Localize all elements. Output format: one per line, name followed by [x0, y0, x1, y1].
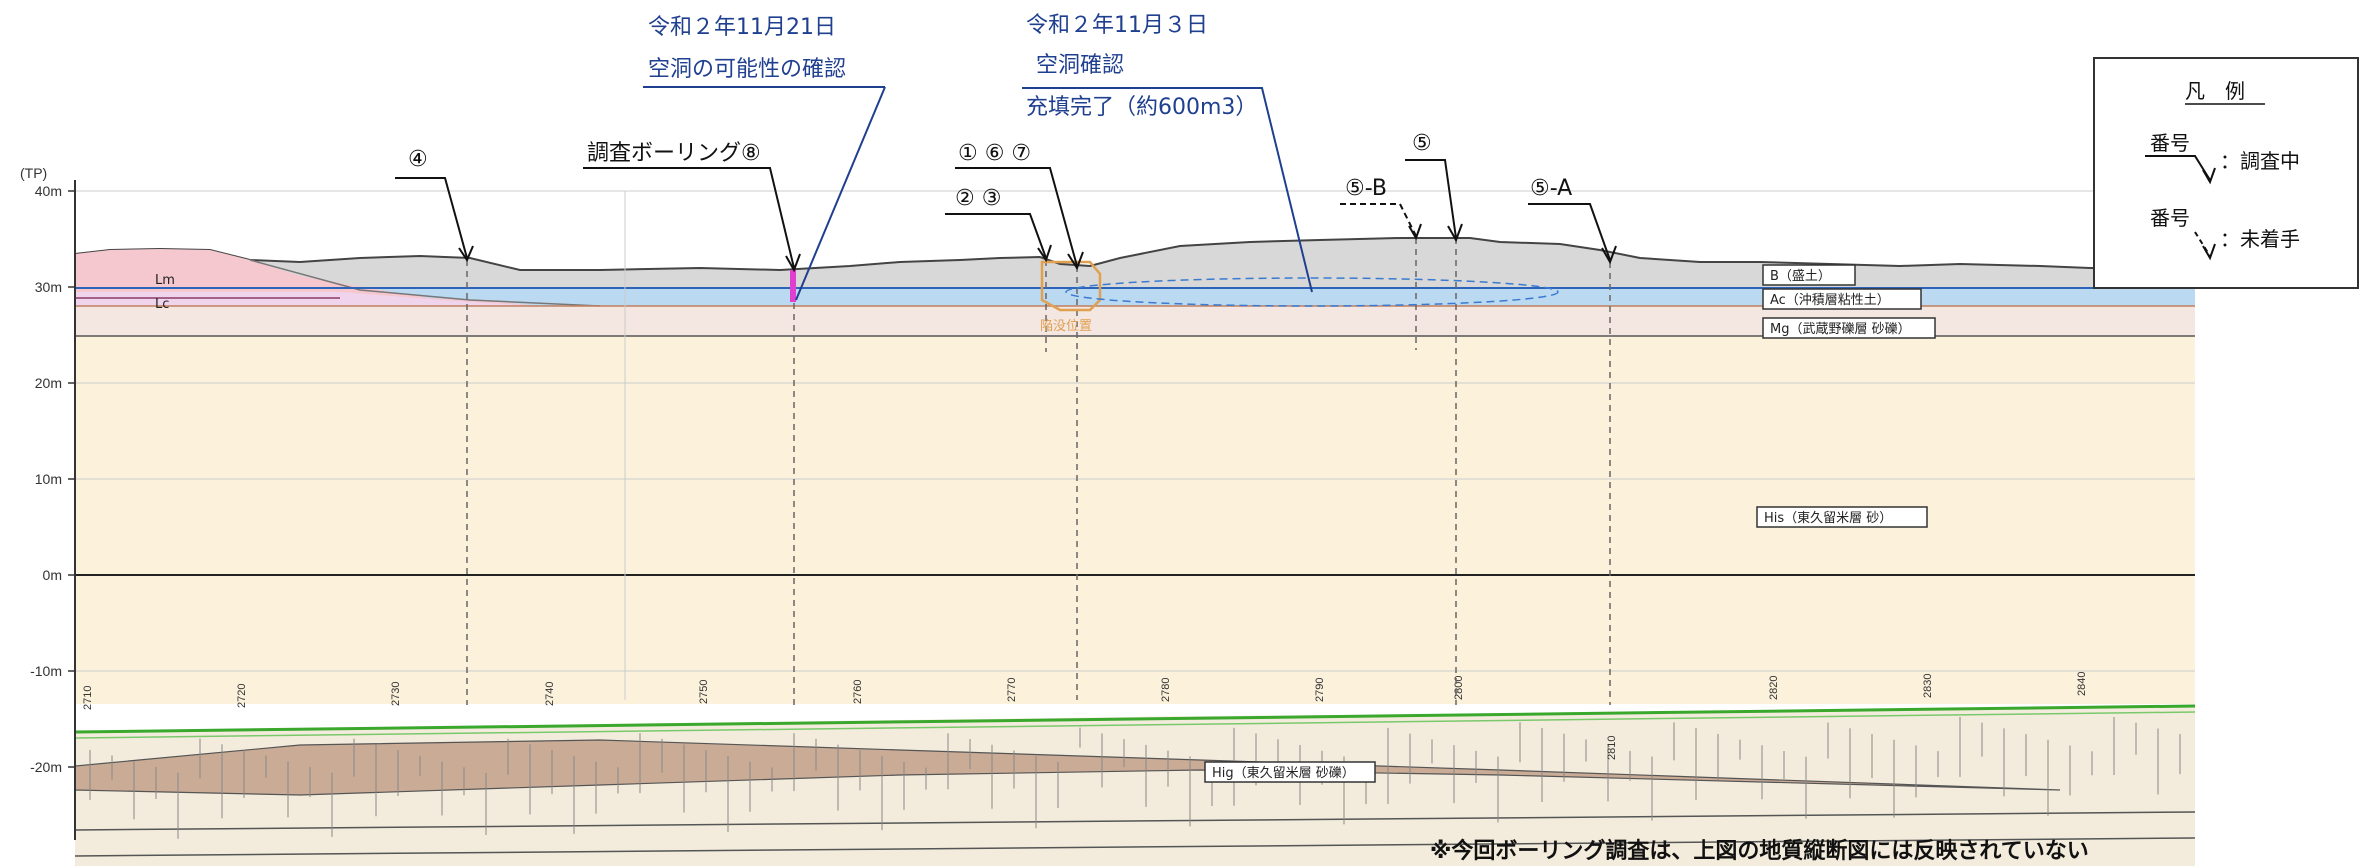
x-tick-label: 2800: [1453, 676, 1465, 700]
cavity-ellipse: [1065, 277, 1559, 307]
green-boundary-line-2: [74, 711, 2196, 739]
boring-8-marker: [790, 270, 796, 302]
x-tick-label: 2720: [236, 684, 248, 708]
label-5b: ⑤-B: [1345, 176, 1387, 201]
cave-site-outline: [1040, 260, 1102, 312]
x-tick-label: 2760: [852, 680, 864, 704]
axis-unit-label: (TP): [20, 165, 47, 181]
x-tick-label: 2840: [2076, 672, 2088, 696]
legend-item2-label: 番号: [2150, 206, 2190, 230]
layer-tag-hig: Hig（東久留米層 砂礫）: [1204, 761, 1376, 783]
y-tick-label: -20m: [30, 759, 62, 775]
y-tick-label: 40m: [35, 183, 62, 199]
green-boundary-line-1: [74, 704, 2196, 734]
x-tick-label: 2730: [390, 682, 402, 706]
layer-tag-b: B（盛土）: [1762, 264, 1856, 286]
y-tick-label: 30m: [35, 279, 62, 295]
x-tick-label: 2810: [1606, 736, 1618, 760]
layer-tag-ac: Ac（沖積層粘性土）: [1762, 288, 1922, 310]
x-tick-label: 2780: [1160, 678, 1172, 702]
label-1-6-7: ① ⑥ ⑦: [958, 141, 1031, 166]
nov3-date: 令和２年11月３日: [1026, 13, 1208, 38]
legend-item2-text: ：未着手: [2220, 227, 2300, 251]
footnote: ※今回ボーリング調査は、上図の地質縦断図には反映されていない: [1430, 838, 2089, 864]
svg-text:Hig（東久留米層 砂礫）: Hig（東久留米層 砂礫）: [1212, 765, 1355, 781]
x-tick-label: 2790: [1314, 678, 1326, 702]
x-tick-label: 2830: [1922, 674, 1934, 698]
svg-text:Mg（武蔵野礫層 砂礫）: Mg（武蔵野礫層 砂礫）: [1770, 321, 1911, 337]
layer-tag-his: His（東久留米層 砂）: [1756, 506, 1928, 528]
legend-item1-text: ：調査中: [2220, 149, 2300, 173]
y-tick-label: 0m: [43, 567, 62, 583]
x-tick-label: 2770: [1006, 678, 1018, 702]
layer-tag-mg: Mg（武蔵野礫層 砂礫）: [1762, 317, 1936, 339]
label-2-3: ② ③: [955, 186, 1001, 211]
label-4: ④: [408, 147, 428, 172]
layer-lc-fill: [75, 292, 540, 306]
hig-hatching: [89, 716, 2181, 839]
hig-wedge: [74, 739, 2061, 796]
nov21-date: 令和２年11月21日: [648, 15, 836, 40]
nov3-text2: 充填完了（約600m3）: [1026, 95, 1257, 120]
legend-box: 凡 例 番号 ：調査中 番号 ：未着手: [2093, 57, 2359, 289]
cave-site-label: 陥没位置: [1040, 319, 1092, 334]
layer-ac-fill: [75, 288, 2195, 306]
svg-text:Ac（沖積層粘性土）: Ac（沖積層粘性土）: [1770, 293, 1890, 308]
y-tick-label: 20m: [35, 375, 62, 391]
layer-lm-fill: [75, 249, 540, 306]
svg-text:B（盛土）: B（盛土）: [1770, 269, 1831, 284]
legend-title: 凡 例: [2185, 79, 2245, 103]
x-tick-label: 2820: [1768, 676, 1780, 700]
layer-b-fill: [74, 237, 2196, 289]
y-tick-label: -10m: [30, 663, 62, 679]
x-tick-label: 2710: [82, 686, 94, 710]
legend-item1-label: 番号: [2150, 131, 2190, 155]
nov3-text1: 空洞確認: [1036, 53, 1124, 78]
x-tick-label: 2740: [544, 682, 556, 706]
label-boring-8: 調査ボーリング⑧: [587, 141, 761, 166]
layer-label-lc: Lc: [155, 297, 169, 312]
nov3-leader: [1022, 87, 1313, 293]
label-5a: ⑤-A: [1530, 176, 1572, 201]
nov21-text: 空洞の可能性の確認: [648, 57, 846, 82]
nov21-leader: [795, 86, 886, 301]
x-tick-label: 2750: [698, 680, 710, 704]
y-tick-label: 10m: [35, 471, 62, 487]
svg-text:His（東久留米層 砂）: His（東久留米層 砂）: [1764, 510, 1892, 526]
label-5: ⑤: [1412, 131, 1432, 156]
layer-label-lm: Lm: [155, 273, 175, 288]
